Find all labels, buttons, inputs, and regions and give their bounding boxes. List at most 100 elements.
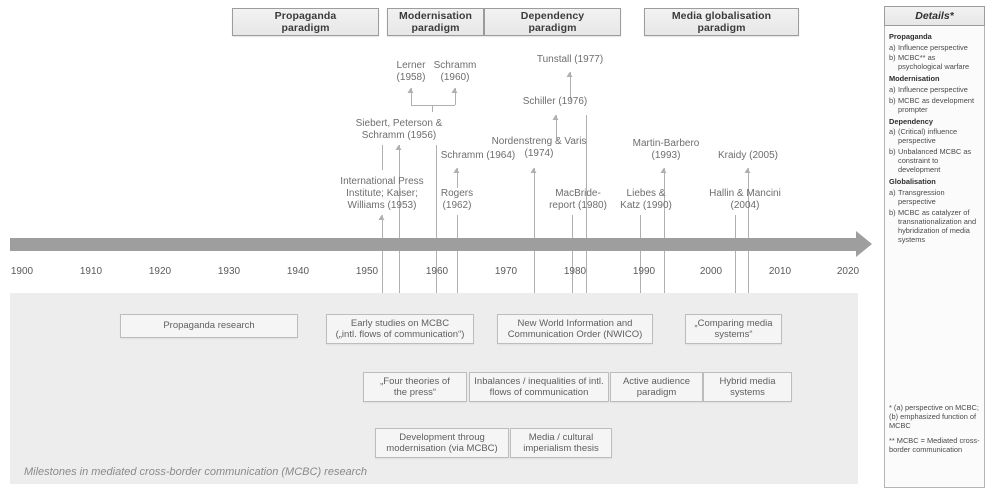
band-caption: Milestones in mediated cross-border comm… bbox=[24, 466, 367, 478]
details-footnote-0: * (a) perspective on MCBC; (b) emphasize… bbox=[889, 403, 979, 431]
milestone-rogers: Rogers (1962) bbox=[440, 188, 474, 211]
line-kraidy bbox=[748, 168, 749, 238]
up-arrow-6 bbox=[660, 168, 667, 173]
elbow-schramm60 bbox=[432, 105, 455, 106]
band-feed-7 bbox=[640, 251, 641, 314]
details-item-0-0: a)Influence perspective bbox=[889, 43, 980, 52]
milestone-martin-barbero: Martin-Barbero (1993) bbox=[632, 138, 700, 161]
year-label-1960: 1960 bbox=[425, 266, 449, 277]
up-arrow-lerner bbox=[407, 88, 414, 93]
year-label-1930: 1930 bbox=[217, 266, 241, 277]
line-liebes bbox=[640, 215, 641, 238]
line-schiller bbox=[556, 115, 557, 140]
up-arrow-3 bbox=[530, 168, 537, 173]
milestone-nordenstreng-varis: Nordenstreng & Varis (1974) bbox=[491, 136, 587, 159]
band-feed-9 bbox=[735, 251, 736, 314]
details-panel-title: Details* bbox=[884, 6, 985, 26]
year-label-2000: 2000 bbox=[699, 266, 723, 277]
line-nordenstreng bbox=[534, 168, 535, 238]
year-label-1970: 1970 bbox=[494, 266, 518, 277]
details-item-1-0: a)Influence perspective bbox=[889, 85, 980, 94]
paradigm-box-0: Propaganda paradigm bbox=[232, 8, 379, 36]
year-label-1980: 1980 bbox=[563, 266, 587, 277]
milestone-liebes-katz: Liebes & Katz (1990) bbox=[620, 188, 672, 211]
concept-box-propaganda-research: Propaganda research bbox=[120, 314, 298, 338]
details-item-text: MCBC as catalyzer of transnationalizatio… bbox=[898, 207, 977, 244]
timeline-axis bbox=[10, 238, 858, 251]
concept-box-early-studies-mcbc: Early studies on MCBC („intl. flows of c… bbox=[326, 314, 474, 344]
elbow-lerner bbox=[411, 105, 432, 106]
concept-box-four-theories-press: „Four theories of the press“ bbox=[363, 372, 467, 402]
details-item-key: a) bbox=[889, 187, 896, 197]
up-arrow-5 bbox=[566, 72, 573, 77]
concept-box-comparing-media-systems: „Comparing media systems“ bbox=[685, 314, 782, 344]
year-label-1920: 1920 bbox=[148, 266, 172, 277]
concept-box-active-audience: Active audience paradigm bbox=[610, 372, 703, 402]
line-rogers-up bbox=[457, 168, 458, 188]
details-item-text: MCBC** as psychological warfare bbox=[898, 53, 970, 72]
concept-box-hybrid-media-systems: Hybrid media systems bbox=[703, 372, 792, 402]
details-footnote-1: ** MCBC = Mediated cross-border communic… bbox=[889, 435, 980, 454]
line-ipi-to-siebert bbox=[382, 145, 383, 170]
line-siebert-axis bbox=[399, 145, 400, 238]
details-item-text: Influence perspective bbox=[898, 84, 968, 94]
milestone-schramm-1964: Schramm (1964) bbox=[440, 150, 516, 161]
concept-box-imbalances-inequalities: Inbalances / inequalities of intl. flows… bbox=[469, 372, 609, 402]
year-label-2020: 2020 bbox=[836, 266, 860, 277]
year-label-2010: 2010 bbox=[768, 266, 792, 277]
details-item-key: b) bbox=[889, 95, 896, 105]
elbow-stem bbox=[432, 105, 433, 112]
up-arrow-7 bbox=[744, 168, 751, 173]
concept-box-media-cultural-imperialism: Media / cultural imperialism thesis bbox=[510, 428, 612, 458]
details-item-3-0: a)Transgression perspective bbox=[889, 188, 980, 206]
concept-box-development-modernisation: Development throug modernisation (via MC… bbox=[375, 428, 509, 458]
band-feed-3 bbox=[457, 251, 458, 314]
milestone-lerner: Lerner (1958) bbox=[396, 60, 426, 83]
details-item-key: a) bbox=[889, 127, 896, 137]
milestone-macbride-report: MacBride- report (1980) bbox=[549, 188, 607, 211]
details-item-2-0: a)(Critical) influence perspective bbox=[889, 127, 980, 145]
details-heading-3: Globalisation bbox=[889, 177, 936, 187]
line-schramm60 bbox=[455, 88, 456, 105]
details-item-1-1: b)MCBC as development prompter bbox=[889, 96, 980, 114]
line-schramm64-axis bbox=[436, 145, 437, 238]
details-item-key: a) bbox=[889, 42, 896, 52]
band-feed-6 bbox=[586, 251, 587, 314]
details-item-key: a) bbox=[889, 84, 896, 94]
band-feed-2 bbox=[436, 251, 437, 314]
paradigm-box-3: Media globalisation paradigm bbox=[644, 8, 799, 36]
paradigm-box-1: Modernisation paradigm bbox=[387, 8, 484, 36]
details-heading-2: Dependency bbox=[889, 116, 933, 126]
details-item-key: b) bbox=[889, 147, 896, 157]
details-panel bbox=[884, 6, 985, 488]
band-feed-8 bbox=[664, 251, 665, 314]
line-hallin bbox=[735, 215, 736, 238]
up-arrow-0 bbox=[378, 215, 385, 220]
band-feed-10 bbox=[748, 251, 749, 314]
details-heading-0: Propaganda bbox=[889, 32, 932, 41]
year-label-1940: 1940 bbox=[286, 266, 310, 277]
details-item-text: Unbalanced MCBC as constraint to develop… bbox=[898, 147, 972, 175]
line-macbride-up bbox=[586, 115, 587, 238]
year-label-1990: 1990 bbox=[632, 266, 656, 277]
line-rogers-axis bbox=[457, 215, 458, 238]
milestone-hallin-mancini: Hallin & Mancini (2004) bbox=[709, 188, 781, 211]
up-arrow-2 bbox=[453, 168, 460, 173]
milestone-schramm-1960: Schramm (1960) bbox=[433, 60, 477, 83]
concept-box-nwico: New World Information and Communication … bbox=[497, 314, 653, 344]
paradigm-box-2: Dependency paradigm bbox=[484, 8, 621, 36]
milestone-siebert-peterson-schramm: Siebert, Peterson & Schramm (1956) bbox=[355, 118, 443, 141]
up-arrow-4 bbox=[552, 115, 559, 120]
band-feed-5 bbox=[572, 251, 573, 314]
milestone-tunstall: Tunstall (1977) bbox=[536, 54, 604, 65]
milestone-intl-press-institute: International Press Institute; Kaiser; W… bbox=[340, 176, 424, 211]
line-tunstall bbox=[570, 72, 571, 100]
year-label-1950: 1950 bbox=[355, 266, 379, 277]
band-feed-0 bbox=[382, 251, 383, 314]
details-item-text: MCBC as development prompter bbox=[898, 95, 974, 114]
up-arrow-schramm60 bbox=[451, 88, 458, 93]
details-item-3-1: b)MCBC as catalyzer of transnationalizat… bbox=[889, 208, 980, 244]
details-heading-1: Modernisation bbox=[889, 74, 940, 84]
